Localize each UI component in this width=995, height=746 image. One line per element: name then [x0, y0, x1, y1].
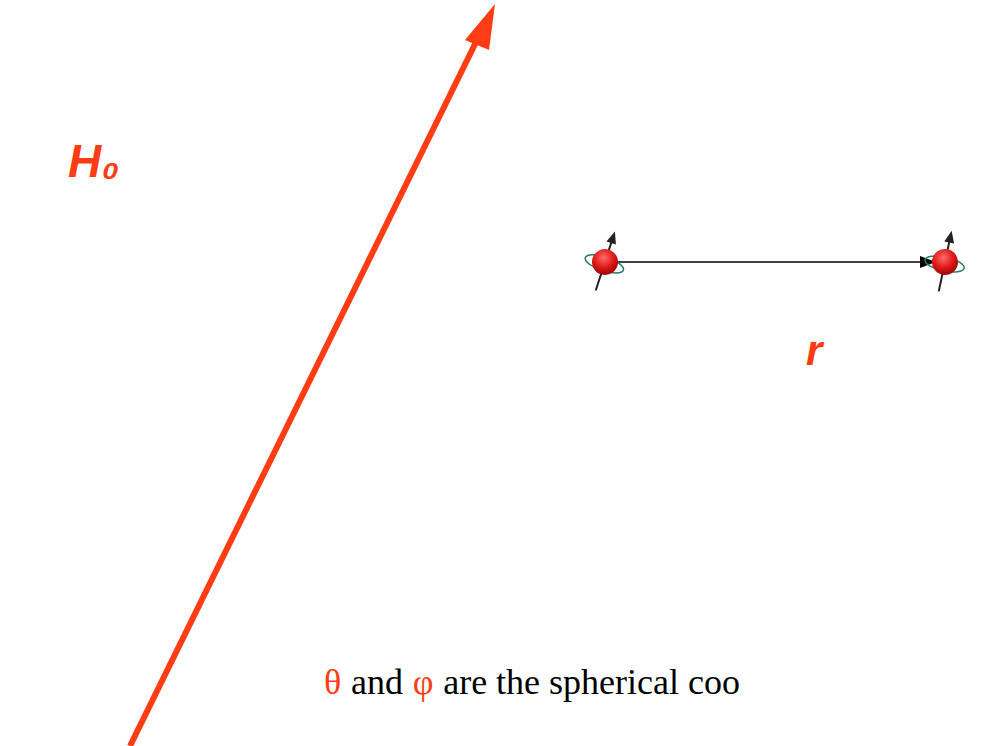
spin-particle: [577, 225, 634, 296]
field-arrow: [130, 4, 495, 746]
field-label: H₀: [68, 138, 119, 184]
separation-arrow: [605, 256, 936, 268]
caption-word: and: [351, 664, 403, 700]
spin-particle: [919, 227, 971, 296]
angle-symbol: φ: [413, 664, 434, 700]
caption-text: are the spherical coo: [443, 664, 740, 700]
distance-label: r: [806, 330, 822, 372]
angle-symbol: θ: [324, 664, 341, 700]
